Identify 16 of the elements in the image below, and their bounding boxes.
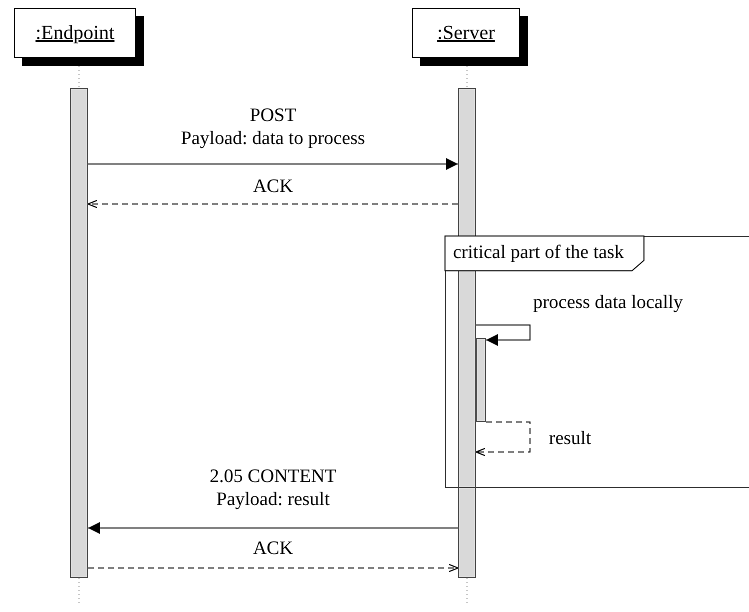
fragment-tab: critical part of the task [445, 236, 644, 271]
message-arrow [87, 200, 458, 208]
edge-label: POST Payload: data to process [180, 105, 366, 151]
edge-label: ACK [252, 538, 294, 561]
message-arrow [88, 564, 459, 572]
edge-label: result [548, 428, 592, 451]
message-arrow [88, 522, 458, 534]
message-arrow [88, 158, 458, 170]
edge-label: 2.05 CONTENT Payload: result [210, 466, 336, 512]
message-arrow [476, 324, 530, 346]
activation-bar [70, 88, 88, 578]
activation-bar [476, 338, 486, 422]
fragment-frame [445, 236, 749, 488]
edge-label: ACK [252, 176, 294, 199]
message-arrow [475, 422, 530, 456]
edge-label: process data locally [533, 292, 683, 315]
